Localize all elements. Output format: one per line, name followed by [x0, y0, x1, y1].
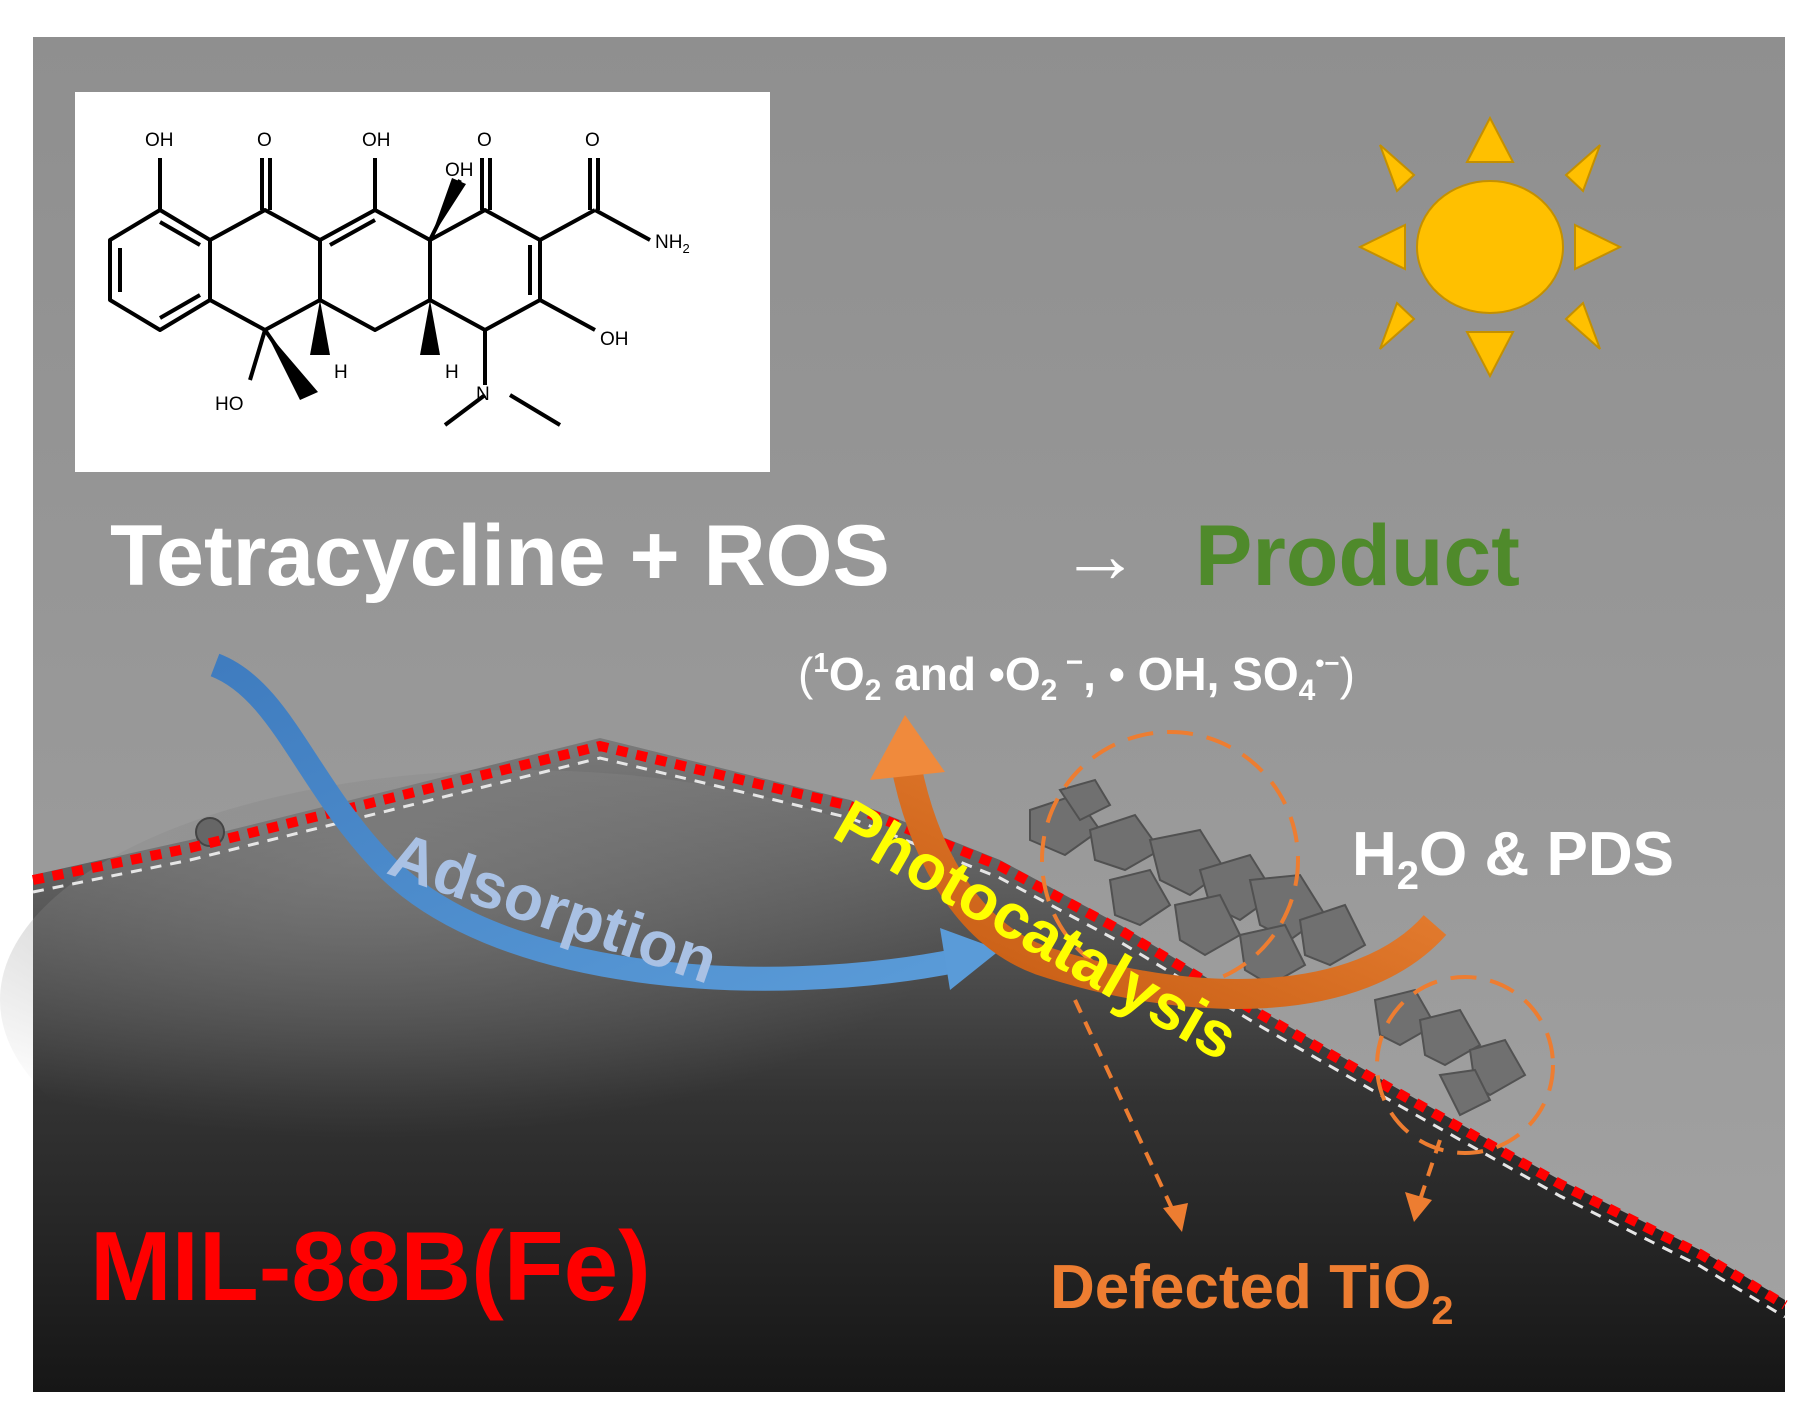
equation-arrow: →: [1060, 510, 1140, 599]
sun-icon: [1357, 115, 1623, 379]
h-wedge-1: [310, 300, 330, 355]
atom-o-3: O: [585, 130, 600, 151]
photocatalysis-arrow: [890, 757, 1447, 1009]
h2o-pds-label: H2O & PDS: [1352, 820, 1674, 898]
atom-oh-2: OH: [362, 130, 391, 151]
photocatalysis-arrow-head: [870, 715, 945, 780]
atom-ho: HO: [215, 394, 244, 415]
atom-h-1: H: [334, 362, 348, 383]
ros-species: (1O2 and •O2 −, • OH, SO4•−): [798, 646, 1355, 707]
equation-product: Product: [1195, 508, 1520, 604]
defected-arrow-1: [1073, 999, 1177, 1216]
defected-arrow-1-head: [1163, 1203, 1188, 1232]
particle-haze: [0, 770, 1040, 1230]
oh-wedge: [430, 178, 466, 240]
h-wedge-2: [420, 300, 440, 355]
boundary-line-light: [32, 756, 1786, 1319]
atom-o-1: O: [257, 130, 272, 151]
atom-h-2: H: [445, 362, 459, 383]
atom-n: N: [476, 384, 490, 405]
defected-arrow-2-head: [1405, 1192, 1432, 1222]
material-label: MIL-88B(Fe): [90, 1211, 651, 1321]
tio2-clusters: [1029, 778, 1527, 1117]
atom-o-2: O: [477, 130, 492, 151]
defected-tio2-label: Defected TiO2: [1050, 1253, 1454, 1333]
structure-panel: [75, 92, 770, 472]
tio2-highlight-circle-2: [1375, 975, 1555, 1155]
methyl-wedge: [265, 330, 318, 400]
boundary-line: [32, 740, 1788, 1310]
defected-arrow-2: [1418, 1139, 1442, 1201]
atom-oh-3: OH: [445, 160, 474, 181]
atom-oh-1: OH: [145, 130, 174, 151]
adsorption-arrow: [210, 653, 963, 991]
equation-reactant: Tetracycline + ROS: [110, 508, 890, 604]
atom-oh-4: OH: [600, 329, 629, 350]
adsorption-arrow-head: [940, 928, 1000, 990]
atom-nh2: NH2: [655, 232, 690, 256]
